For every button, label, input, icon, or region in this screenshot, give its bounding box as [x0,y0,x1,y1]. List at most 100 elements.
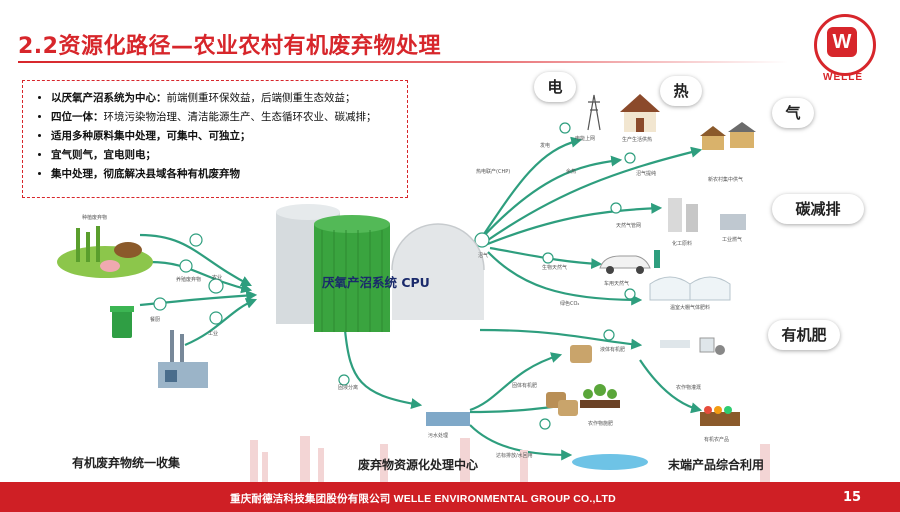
label-gas-supply: 沼气提纯 [636,171,657,177]
flow-nodes [153,122,636,430]
node-co2-icon [624,288,636,300]
label-co2: 绿色CO₂ [560,301,580,307]
footer-company: 重庆耐德洁科技集团股份有限公司 WELLE ENVIRONMENTAL GROU… [230,493,616,505]
bullet-item: 宜气则气，宜电则电； [51,146,397,165]
label-processing-center: 废弃物资源化处理中心 [358,458,479,472]
house-icon [620,94,660,132]
power-tower-icon [587,94,601,131]
label-breeding: 养殖废弃物 [176,277,202,283]
tag-heat: 热 [660,76,702,106]
bullet-bold: 适用多种原料集中处理，可集中、可独立； [51,130,251,142]
arrow-breeding [149,260,253,294]
key-points-box: 以厌氧产沼系统为中心：前端侧重环保效益，后端侧重生态效益； 四位一体：环境污染物… [22,80,408,198]
pond-icon [572,454,648,470]
wastewater-unit-icon [426,412,470,426]
label-greenhouse: 温室大棚气体肥料 [670,305,711,311]
node-discharge-icon [539,418,551,430]
arrow-electricity [479,136,583,241]
factory-icon [158,330,208,388]
welle-logo-icon: W [827,27,857,57]
arrow-solid-sep [343,329,423,409]
node-biogas-icon [474,232,490,248]
arrow-products [639,359,703,414]
welle-logo-text: WELLE [823,72,863,83]
title-underline [18,61,788,63]
label-power: 发电 [540,143,551,149]
label-vehicle-gas: 车用天然气 [604,281,630,287]
arrow-gas-pipe [484,202,663,247]
label-planting: 种植废弃物 [82,215,108,221]
label-collect: 有机废弃物统一收集 [72,456,181,470]
farm-field-illustration [57,226,153,278]
label-solid-sep: 固液分离 [338,385,359,391]
label-industrial-gas: 工业燃气 [722,237,743,243]
bullet-item: 集中处理，彻底解决县域各种有机废弃物 [51,165,397,184]
village-icon [700,122,756,150]
bullet-item: 四位一体：环境污染物治理、清洁能源生产、生态循环农业、碳减排； [51,108,397,127]
chemical-plant-icon [668,198,746,232]
arrow-industry [184,298,258,347]
produce-crates-icon [700,406,740,426]
label-wastewater: 污水处理 [428,433,449,439]
label-solid-fert: 固体有机肥 [512,383,538,389]
bullet-bold: 以厌氧产沼系统为中心： [51,92,167,104]
node-cng-icon [542,252,554,264]
footer-bar [0,482,900,512]
bullet-text: 环境污染物治理、清洁能源生产、生态循环农业、碳减排； [103,111,377,123]
node-gas-icon [610,202,622,214]
node-breeding-icon [179,259,193,273]
label-industry: 工业 [208,331,219,337]
arrow-liquid [479,328,643,350]
page-number: 15 [843,490,862,505]
label-water-fert: 农作物灌溉 [676,385,702,391]
label-biogas: 沼气 [478,253,489,259]
arrow-gas-supply [484,146,703,243]
node-planting-icon [189,233,203,247]
label-town-heat: 生产生活供热 [622,137,653,143]
digester-tanks [276,204,485,332]
car-icon [599,250,660,274]
node-heat-icon [624,152,636,164]
tag-organic-fertilizer: 有机肥 [768,320,840,350]
bullet-item: 以厌氧产沼系统为中心：前端侧重环保效益，后端侧重生态效益； [51,89,397,108]
node-solid-icon [338,374,350,386]
tag-carbon-reduction: 碳减排 [772,194,864,224]
label-rural: 农业 [212,275,223,281]
seedlings-icon [580,384,620,408]
label-kitchen: 餐厨 [150,317,161,323]
arrow-planting [139,233,252,286]
page-title: 2.2资源化路径—农业农村有机废弃物处理 [18,34,441,59]
node-liquid-icon [603,329,615,341]
anaerobic-system-label: 厌氧产沼系统 CPU [322,275,430,290]
arrow-co2 [487,251,643,306]
fertilizer-sacks-icon [546,345,592,416]
label-chem: 化工原料 [672,241,693,247]
label-cng: 生物天然气 [542,265,568,271]
arrow-discharge [469,424,573,461]
bullet-bold: 集中处理，彻底解决县域各种有机废弃物 [51,168,240,180]
node-kitchen-icon [153,297,167,311]
tag-electricity: 电 [534,72,576,102]
tag-gas: 气 [772,98,814,128]
label-grid: 电能上网 [575,136,596,142]
output-flow-arrows [343,136,703,461]
skyline-decoration [250,436,770,482]
node-industry-icon [209,311,223,325]
label-discharge: 达标排放/水回用 [496,453,533,459]
node-rural-icon [208,278,224,294]
bullet-text: 前端侧重环保效益，后端侧重生态效益； [166,92,356,104]
label-soil: 农作物施肥 [588,421,614,427]
label-products: 有机农产品 [704,437,730,443]
bullet-bold: 四位一体： [51,111,104,123]
label-gas-pipe: 天然气管网 [616,223,642,229]
bullet-item: 适用多种原料集中处理，可集中、可独立； [51,127,397,146]
greenhouse-icon [649,276,731,301]
label-end-use: 末端产品综合利用 [668,458,765,472]
bullet-bold: 宜气则气，宜电则电； [51,149,156,161]
input-flow-arrows [139,233,258,347]
label-rural-gas: 新农村集中供气 [708,177,744,183]
node-power-icon [559,122,571,134]
label-chp: 热电联产(CHP) [476,169,511,175]
label-residue-heat: 余热 [566,169,577,175]
